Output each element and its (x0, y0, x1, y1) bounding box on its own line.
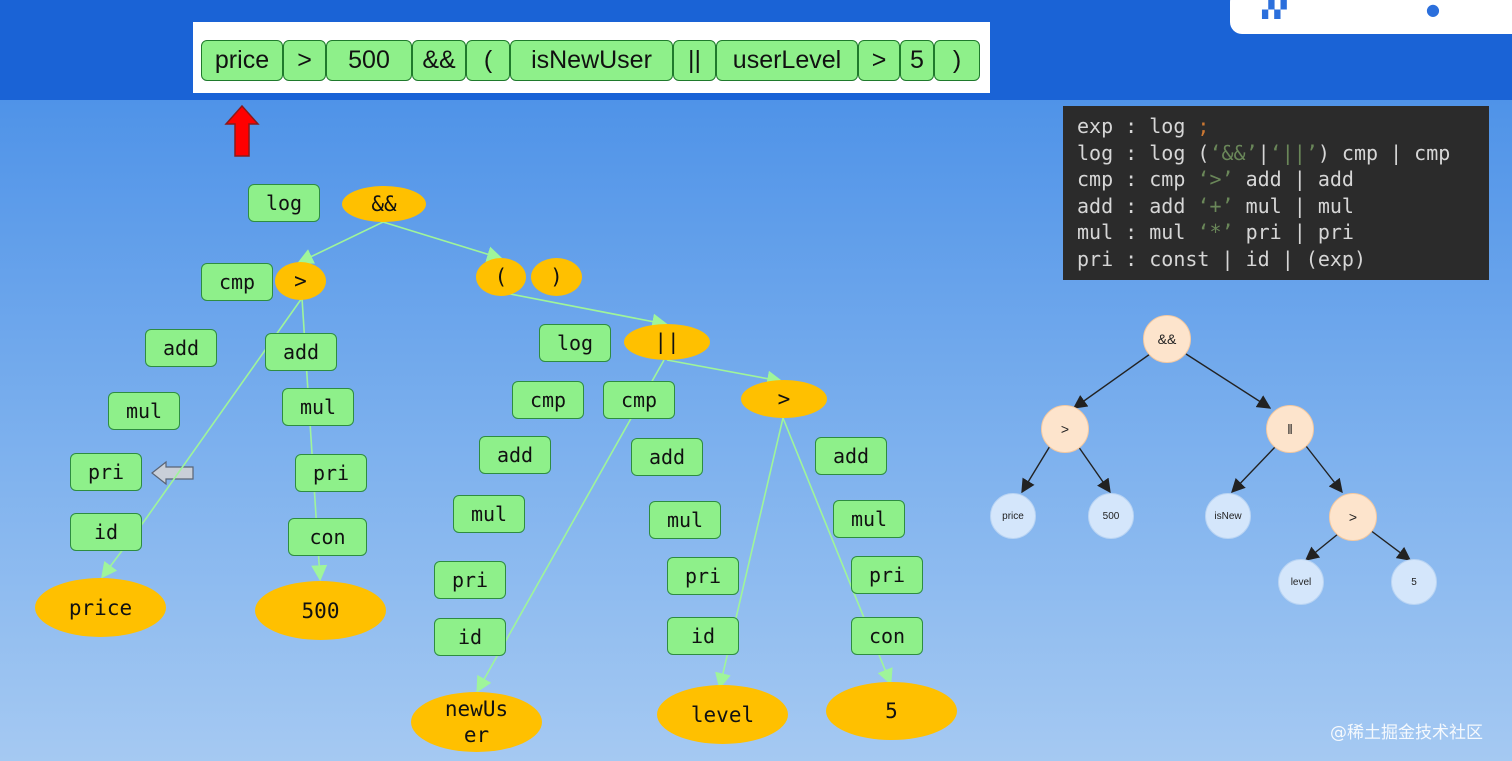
op-or: || (624, 324, 710, 360)
ast-node-gt: > (1041, 405, 1089, 453)
grammar-rule-part: add | add (1233, 167, 1354, 192)
ast-node-and: && (1143, 315, 1191, 363)
ast-edge (1305, 445, 1343, 494)
op-gt: > (275, 262, 326, 300)
leaf-5: 5 (826, 682, 957, 740)
node-con: con (851, 617, 923, 655)
globe-icon: ● (1426, 0, 1440, 19)
token: ( (466, 40, 510, 81)
token: 500 (326, 40, 412, 81)
ast-node-gt: > (1329, 493, 1377, 541)
node-mul: mul (649, 501, 721, 539)
ast-leaf-5: 5 (1391, 559, 1437, 605)
node-pri: pri (434, 561, 506, 599)
grammar-rule-part: ‘+’ (1197, 193, 1234, 218)
grammar-rule-part: ‘&&’ (1209, 140, 1258, 165)
node-pri: pri (667, 557, 739, 595)
token: userLevel (716, 40, 858, 81)
node-log: log (248, 184, 320, 222)
grammar-rule-part: ‘||’ (1269, 140, 1318, 165)
node-log: log (539, 324, 611, 362)
node-mul: mul (453, 495, 525, 533)
grammar-rule: cmp : cmp ‘>’ add | add (1077, 167, 1489, 194)
ast-edge (1231, 445, 1277, 494)
edge (666, 359, 784, 387)
ast-leaf-isnew: isNew (1205, 493, 1251, 539)
grammar-rule-part: cmp : cmp (1077, 167, 1198, 192)
grammar-rule-part: ; (1197, 114, 1210, 138)
node-mul: mul (108, 392, 180, 430)
grammar-rule-part: add : add (1077, 193, 1198, 218)
token: > (283, 40, 326, 81)
node-add: add (265, 333, 337, 371)
node-con: con (288, 518, 367, 556)
token: && (412, 40, 466, 81)
node-mul: mul (282, 388, 354, 426)
grammar-panel: exp : log ;log : log (‘&&’|‘||’) cmp | c… (1063, 106, 1489, 280)
grammar-rule: mul : mul ‘*’ pri | pri (1077, 220, 1489, 247)
token: ) (934, 40, 980, 81)
edge (297, 221, 384, 264)
node-cmp: cmp (512, 381, 584, 419)
leaf-500: 500 (255, 581, 386, 640)
edge (382, 221, 504, 262)
ast-edge (1077, 445, 1111, 494)
grammar-rule: exp : log ; (1077, 114, 1489, 141)
grammar-rule-part: pri : const | id | (exp) (1077, 246, 1366, 271)
top-right-card: ▞▞ ● (1230, 0, 1512, 34)
ast-edge (1369, 529, 1412, 561)
leaf-newuser: newUs er (411, 692, 542, 752)
op-lparen: ( (476, 258, 526, 296)
grammar-rule-part: mul | mul (1233, 193, 1354, 218)
red-up-arrow-icon (224, 104, 260, 157)
ast-node-or: ‖ (1266, 405, 1314, 453)
leaf-price: price (35, 578, 166, 637)
ast-edge (1021, 445, 1051, 494)
node-cmp: cmp (201, 263, 273, 301)
ast-leaf-500: 500 (1088, 493, 1134, 539)
edge (499, 291, 669, 330)
logo-icon: ▞▞ (1262, 0, 1287, 19)
node-id: id (434, 618, 506, 656)
watermark: @稀土掘金技术社区 (1330, 723, 1483, 743)
ast-leaf-level: level (1278, 559, 1324, 605)
token: 5 (900, 40, 934, 81)
node-add: add (145, 329, 217, 367)
token-strip: price > 500 && ( isNewUser || userLevel … (193, 22, 990, 93)
grammar-rule: pri : const | id | (exp) (1077, 247, 1489, 274)
op-rparen: ) (531, 258, 582, 296)
token: > (858, 40, 900, 81)
grammar-rule-part: mul : mul (1077, 220, 1198, 245)
grammar-rule-part: | (1257, 140, 1270, 165)
grammar-rule-part: ) cmp | cmp (1317, 140, 1451, 165)
node-add: add (631, 438, 703, 476)
token: isNewUser (510, 40, 673, 81)
grammar-rule-part: exp : log (1077, 114, 1198, 138)
op-gt: > (741, 380, 827, 418)
ast-leaf-price: price (990, 493, 1036, 539)
token: || (673, 40, 716, 81)
ast-edge (1304, 533, 1339, 561)
node-id: id (667, 617, 739, 655)
token: price (201, 40, 283, 81)
node-add: add (479, 436, 551, 474)
op-and: && (342, 186, 426, 222)
grammar-rule-part: ‘*’ (1197, 220, 1234, 245)
grammar-rule-part: log : log ( (1077, 140, 1210, 165)
node-cmp: cmp (603, 381, 675, 419)
grammar-rule-part: ‘>’ (1197, 167, 1234, 192)
node-pri: pri (70, 453, 142, 491)
node-pri: pri (295, 454, 367, 492)
ast-edge (1185, 353, 1272, 409)
grammar-rule: add : add ‘+’ mul | mul (1077, 194, 1489, 221)
grammar-rule-part: pri | pri (1233, 220, 1354, 245)
grammar-rule: log : log (‘&&’|‘||’) cmp | cmp (1077, 141, 1489, 168)
node-pri: pri (851, 556, 923, 594)
ast-edge (1072, 353, 1151, 409)
node-mul: mul (833, 500, 905, 538)
node-id: id (70, 513, 142, 551)
node-add: add (815, 437, 887, 475)
leaf-level: level (657, 685, 788, 744)
